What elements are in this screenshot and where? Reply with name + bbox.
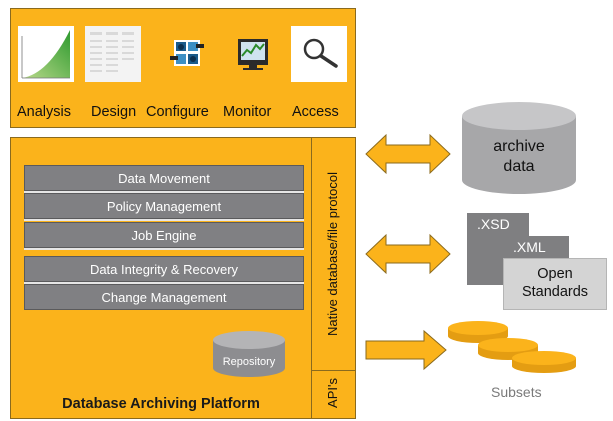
- tool-label-access: Access: [292, 104, 339, 120]
- layer-job-engine: Job Engine: [24, 222, 304, 248]
- open-standards-line1: Open: [537, 266, 573, 282]
- tool-label-design: Design: [91, 104, 137, 120]
- configure-gears-icon[interactable]: [158, 26, 214, 82]
- tool-label-analysis: Analysis: [17, 104, 71, 120]
- right-arrow-subsets: [364, 328, 452, 372]
- tools-panel: Analysis Design Configure Monitor Access: [10, 8, 356, 128]
- repository-cylinder-icon: [211, 330, 287, 380]
- horizontal-divider: [311, 370, 355, 371]
- double-arrow-standards: [364, 232, 452, 276]
- native-protocol-label: Native database/file protocol: [325, 171, 340, 337]
- platform-panel: Data Movement Policy Management Job Engi…: [10, 137, 356, 419]
- open-standards-line2: Standards: [521, 284, 589, 300]
- design-table-icon[interactable]: [85, 26, 141, 82]
- platform-title: Database Archiving Platform: [62, 396, 260, 412]
- layer-data-integrity-recovery: Data Integrity & Recovery: [24, 256, 304, 282]
- layer-data-movement: Data Movement: [24, 165, 304, 191]
- open-standards-document-icon: [503, 258, 607, 310]
- tool-label-monitor: Monitor: [223, 104, 272, 120]
- layer-policy-management: Policy Management: [24, 193, 304, 219]
- repository-label: Repository: [222, 356, 276, 368]
- subsets-label: Subsets: [491, 384, 542, 400]
- double-arrow-archive: [364, 132, 452, 176]
- tool-label-configure: Configure: [146, 104, 209, 120]
- archive-data-line1: archive: [493, 138, 545, 155]
- apis-label: API's: [325, 378, 340, 408]
- archive-data-cylinder-icon: [460, 100, 578, 196]
- magnifier-icon[interactable]: [291, 26, 347, 82]
- analysis-chart-icon[interactable]: [18, 26, 74, 82]
- layer-change-management: Change Management: [24, 284, 304, 310]
- vertical-divider: [311, 138, 312, 418]
- open-standards-text: Open Standards: [503, 265, 607, 301]
- monitor-screen-icon[interactable]: [225, 26, 281, 82]
- xsd-label: .XSD: [477, 216, 510, 232]
- xml-label: .XML: [513, 239, 546, 255]
- archive-data-line2: data: [503, 158, 535, 175]
- subsets-disks-icon: [446, 318, 608, 380]
